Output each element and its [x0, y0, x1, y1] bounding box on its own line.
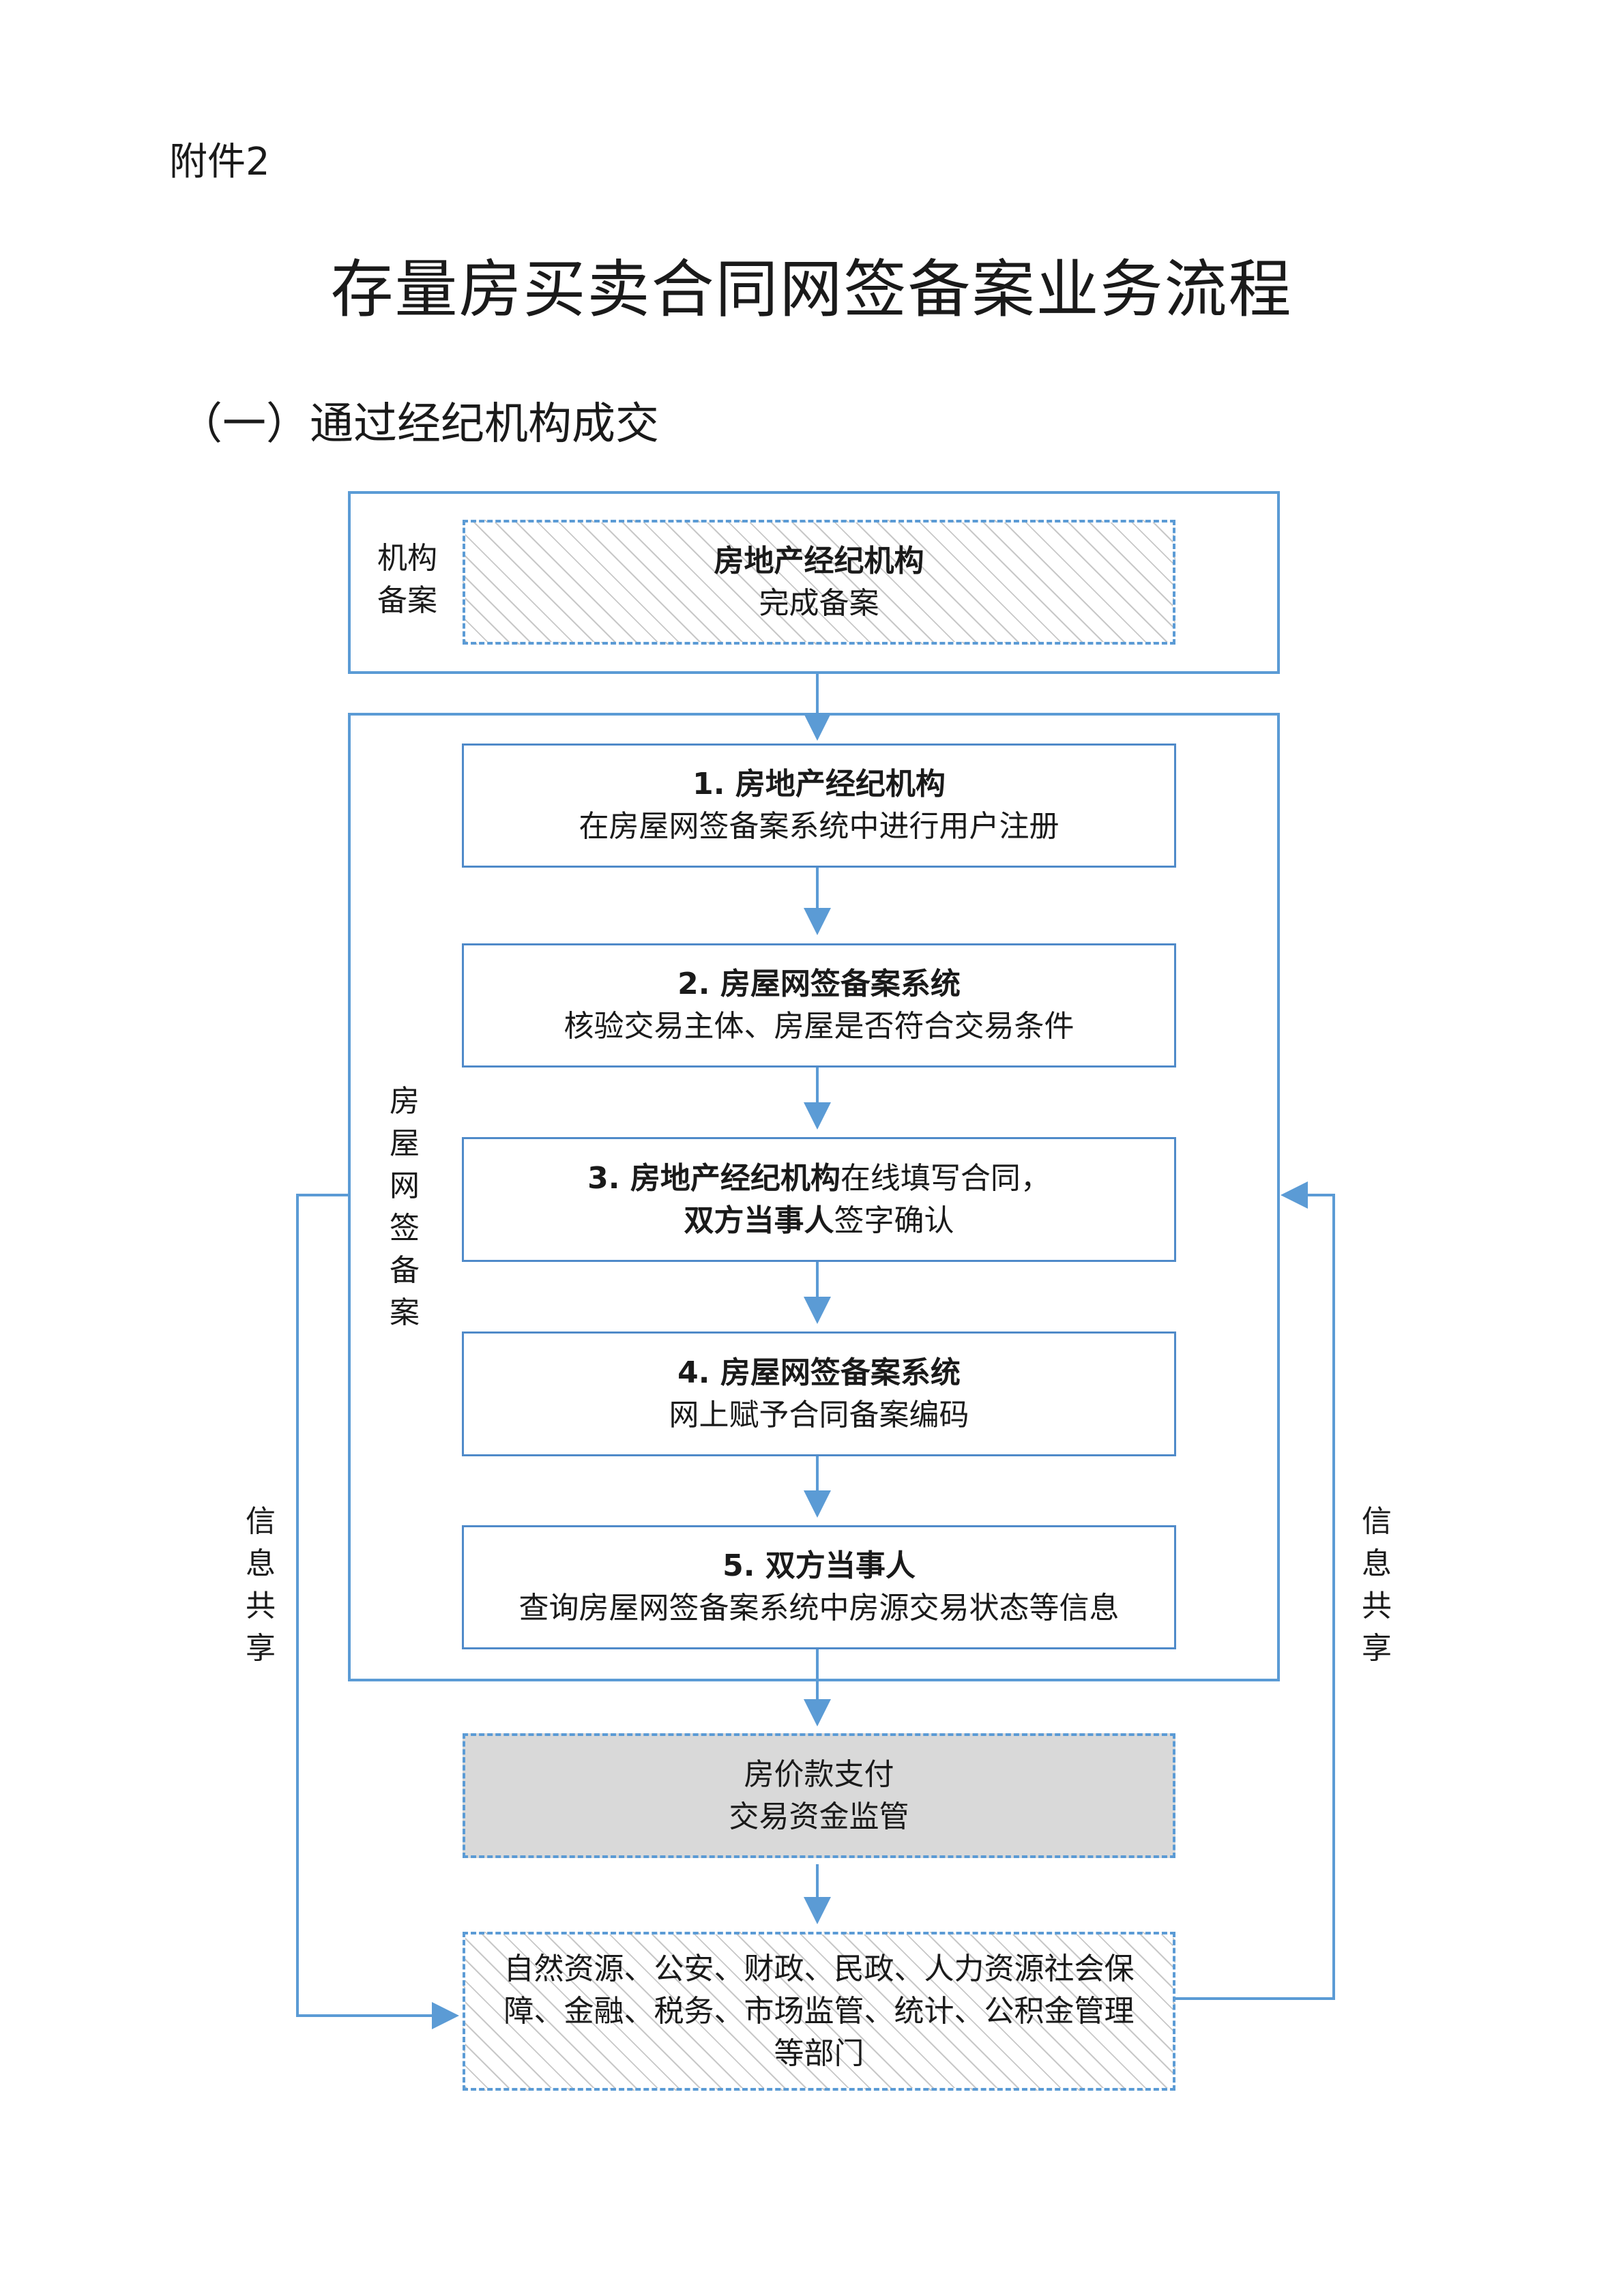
info-share-right-line: [1113, 1181, 1335, 2000]
step-2-box: 2. 房屋网签备案系统 核验交易主体、房屋是否符合交易条件: [462, 943, 1176, 1068]
agency-registration-label-line1: 机构: [377, 541, 437, 576]
info-share-left-char: 共: [246, 1589, 276, 1623]
step-1-text: 在房屋网签备案系统中进行用户注册: [579, 809, 1059, 844]
payment-title: 房价款支付: [744, 1756, 894, 1792]
info-share-right-char: 息: [1362, 1546, 1392, 1581]
step-5-box: 5. 双方当事人 查询房屋网签备案系统中房源交易状态等信息: [462, 1525, 1176, 1649]
step-4-title: 4. 房屋网签备案系统: [677, 1355, 961, 1390]
agency-registration-box: 房地产经纪机构 完成备案: [463, 520, 1175, 645]
step-3-line1: 3. 房地产经纪机构在线填写合同，: [587, 1158, 1051, 1200]
info-share-left-char: 息: [246, 1546, 276, 1581]
departments-box: 自然资源、公安、财政、民政、人力资源社会保 障、金融、税务、市场监管、统计、公积…: [463, 1932, 1175, 2091]
info-share-left-char: 信: [246, 1504, 276, 1539]
step-5-title: 5. 双方当事人: [722, 1548, 916, 1583]
step-3-action: 在线填写合同，: [840, 1160, 1051, 1196]
step-3-line2: 双方当事人签字确认: [684, 1200, 954, 1242]
annex-label: 附件2: [169, 140, 270, 184]
step-2-text: 核验交易主体、房屋是否符合交易条件: [564, 1009, 1074, 1044]
info-share-right-char: 享: [1362, 1631, 1392, 1666]
payment-text: 交易资金监管: [729, 1799, 909, 1834]
info-share-right-char: 共: [1362, 1589, 1392, 1623]
info-share-left-char: 享: [246, 1631, 276, 1666]
online-signing-label-char: 屋: [390, 1126, 420, 1161]
agency-registration-label: 机构 备案: [377, 538, 437, 622]
step-5-text: 查询房屋网签备案系统中房源交易状态等信息: [518, 1591, 1120, 1625]
section-heading: （一）通过经纪机构成交: [179, 399, 659, 450]
step-3-box: 3. 房地产经纪机构在线填写合同， 双方当事人签字确认: [462, 1137, 1176, 1262]
online-signing-label: 房 屋 网 签 备 案: [381, 1080, 428, 1334]
departments-line3: 等部门: [774, 2035, 864, 2071]
departments-line1: 自然资源、公安、财政、民政、人力资源社会保: [503, 1951, 1135, 1986]
agency-registration-label-line2: 备案: [377, 583, 437, 618]
agency-registration-frame: [348, 491, 1280, 674]
online-signing-label-char: 房: [390, 1084, 420, 1119]
payment-box: 房价款支付 交易资金监管: [463, 1733, 1175, 1858]
info-share-left-line: [296, 1194, 459, 2029]
online-signing-frame: [348, 713, 1280, 1681]
step-4-box: 4. 房屋网签备案系统 网上赋予合同备案编码: [462, 1331, 1176, 1456]
step-4-text: 网上赋予合同备案编码: [669, 1397, 969, 1432]
step-3-actor: 3. 房地产经纪机构: [587, 1160, 840, 1196]
step-3-parties: 双方当事人: [684, 1203, 834, 1238]
online-signing-label-char: 签: [390, 1211, 420, 1246]
info-share-right-char: 信: [1362, 1504, 1392, 1539]
step-1-box: 1. 房地产经纪机构 在房屋网签备案系统中进行用户注册: [462, 744, 1176, 868]
departments-line2: 障、金融、税务、市场监管、统计、公积金管理: [503, 1993, 1135, 2029]
step-3-confirm: 签字确认: [834, 1203, 954, 1238]
online-signing-label-char: 案: [390, 1295, 420, 1330]
page-title: 存量房买卖合同网签备案业务流程: [330, 253, 1293, 326]
step-1-title: 1. 房地产经纪机构: [692, 767, 946, 801]
online-signing-label-char: 网: [390, 1168, 420, 1203]
info-share-right-label: 信 息 共 享: [1353, 1501, 1401, 1670]
agency-registration-box-text: 完成备案: [759, 585, 879, 621]
info-share-left-label: 信 息 共 享: [237, 1501, 284, 1670]
online-signing-label-char: 备: [390, 1253, 420, 1288]
step-2-title: 2. 房屋网签备案系统: [677, 967, 961, 1001]
agency-registration-box-title: 房地产经纪机构: [714, 543, 924, 578]
